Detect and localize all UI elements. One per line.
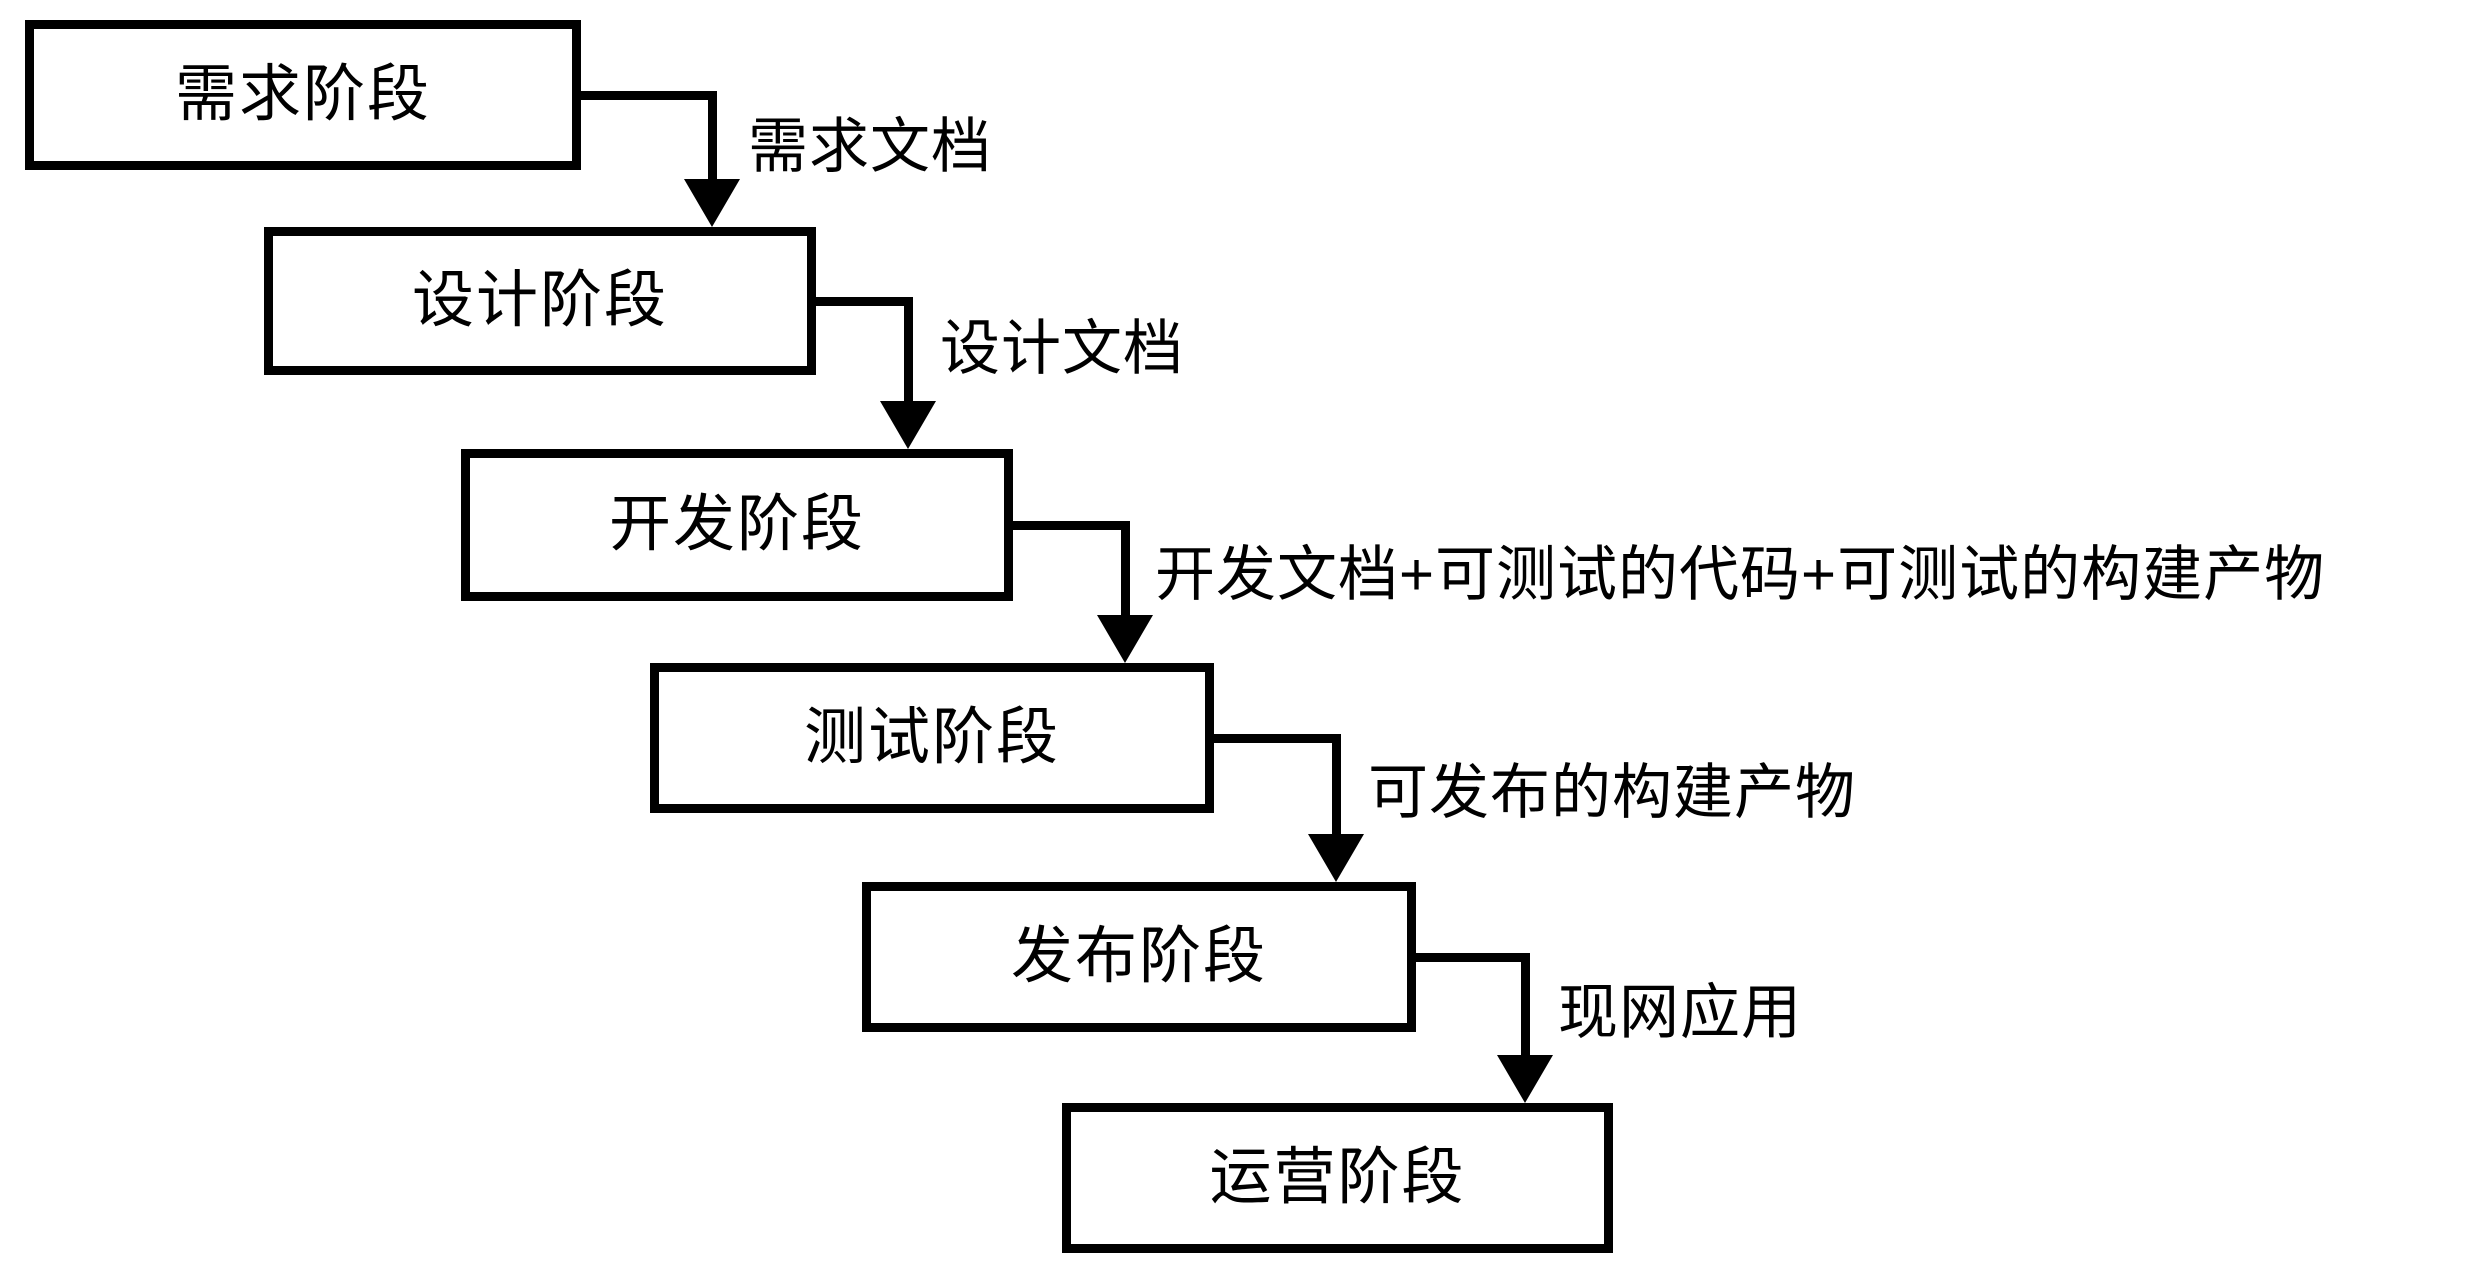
connector-label: 设计文档 [940, 315, 1184, 382]
arrowhead-down-icon [1308, 834, 1364, 882]
connector-elbow-line [1214, 734, 1340, 743]
arrowhead-down-icon [1097, 615, 1153, 663]
stage-box-testing: 测试阶段 [650, 663, 1214, 813]
stage-label-development: 开发阶段 [608, 490, 865, 559]
stage-label-release: 发布阶段 [1010, 922, 1267, 991]
connector-label: 需求文档 [748, 113, 992, 180]
stage-label-operations: 运营阶段 [1209, 1143, 1466, 1212]
connector-elbow-line [1521, 953, 1530, 1055]
connector-label: 现网应用 [1558, 979, 1802, 1046]
connector-label: 可发布的构建产物 [1368, 759, 1856, 826]
stage-label-testing: 测试阶段 [803, 703, 1060, 772]
arrowhead-down-icon [880, 401, 936, 449]
connector-elbow-line [1121, 521, 1130, 615]
connector-elbow-line [1416, 953, 1529, 962]
connector-elbow-line [708, 91, 717, 179]
stage-box-development: 开发阶段 [461, 449, 1013, 601]
connector-elbow-line [904, 297, 913, 401]
connector-elbow-line [1013, 521, 1129, 530]
arrowhead-down-icon [684, 179, 740, 227]
connector-elbow-line [578, 91, 716, 100]
connector-label: 开发文档+可测试的代码+可测试的构建产物 [1155, 541, 2326, 608]
connector-elbow-line [1332, 734, 1341, 834]
arrowhead-down-icon [1497, 1055, 1553, 1103]
stage-box-operations: 运营阶段 [1062, 1103, 1613, 1253]
stage-box-requirements: 需求阶段 [25, 20, 581, 170]
stage-label-requirements: 需求阶段 [174, 60, 431, 129]
stage-box-design: 设计阶段 [264, 227, 816, 375]
connector-elbow-line [816, 297, 912, 306]
stage-box-release: 发布阶段 [862, 882, 1416, 1032]
stage-label-design: 设计阶段 [411, 266, 668, 335]
